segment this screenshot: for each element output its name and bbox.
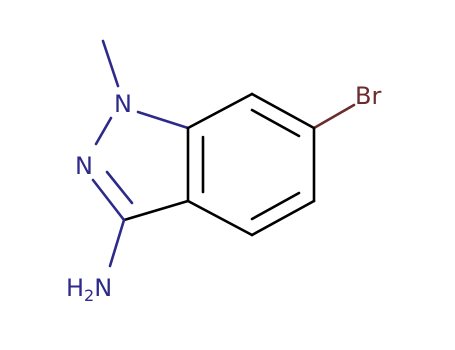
atom-n1: N	[114, 90, 132, 118]
atom-labels: N N Br H2N	[66, 82, 381, 305]
bond-c7a-c7	[186, 92, 254, 130]
bond-n2-c3	[91, 178, 126, 222]
bond-methyl-n1	[101, 39, 120, 88]
atom-n2: N	[75, 152, 93, 180]
bond-c5-c4	[250, 199, 316, 237]
bond-n2-c3-double	[105, 170, 134, 205]
bond-c7-c6-double	[250, 108, 301, 138]
bond-c7-c6	[250, 92, 316, 130]
atom-nh2-subscript: 2	[84, 286, 94, 305]
bond-n1-n2	[94, 116, 113, 146]
bond-c5-c4-double	[250, 191, 301, 221]
bond-c3-nh2	[108, 218, 126, 268]
atom-nh2-h: H	[66, 274, 84, 302]
bond-c3-c3a	[122, 199, 190, 222]
bonds	[91, 39, 356, 268]
bond-n1-c7a	[136, 110, 190, 130]
bond-c4-c3a	[186, 199, 254, 237]
atom-nh2-n: N	[94, 274, 112, 302]
atom-br: Br	[355, 82, 381, 110]
bond-c6-br	[312, 103, 356, 130]
atom-nh2: H2N	[66, 274, 112, 305]
